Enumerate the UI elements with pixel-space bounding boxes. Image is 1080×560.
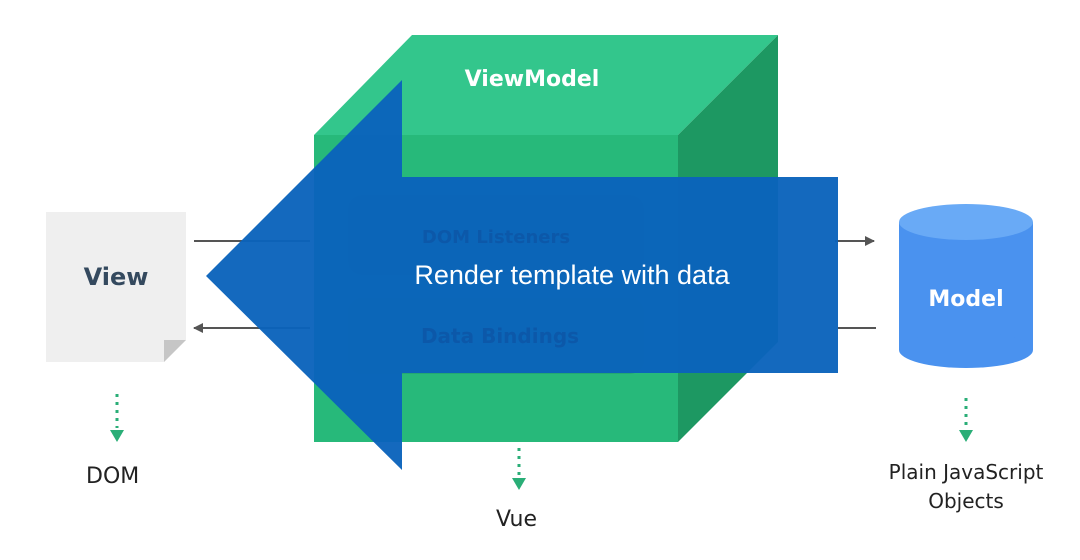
viewmodel-dotted-arrow [512, 448, 526, 490]
model-caption: Plain JavaScript Objects [888, 460, 1044, 513]
render-template-label: Render template with data [414, 260, 730, 290]
data-bindings-label: Data Bindings [421, 324, 579, 348]
model-label: Model [928, 287, 1003, 312]
cube-top-face [314, 35, 778, 135]
model-database-icon [899, 204, 1033, 368]
model-dotted-arrow [959, 398, 973, 442]
view-dotted-arrow [110, 394, 124, 442]
dom-listeners-label: DOM Listeners [422, 227, 570, 248]
view-label: View [84, 263, 149, 291]
vue-caption: Vue [496, 507, 538, 532]
viewmodel-label: ViewModel [465, 67, 600, 92]
render-template-overlay-arrow [206, 80, 838, 470]
view-document-icon [46, 212, 186, 362]
dom-caption: DOM [86, 464, 140, 489]
